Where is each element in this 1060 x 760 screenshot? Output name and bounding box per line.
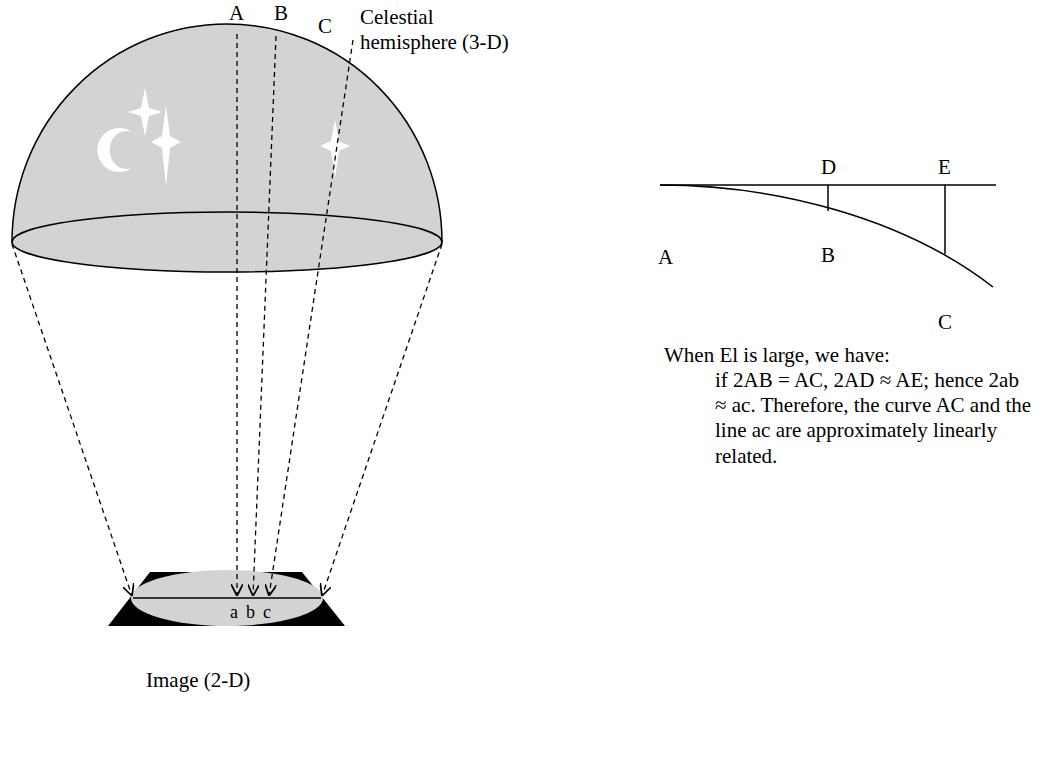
point-label: c <box>263 602 271 624</box>
note-text: if 2AB = AC, 2AD ≈ AE; hence 2ab ≈ ac. T… <box>715 368 1035 469</box>
point-label: a <box>230 602 238 624</box>
point-label: C <box>938 310 952 335</box>
point-label: E <box>938 155 951 180</box>
point-label: A <box>229 1 244 26</box>
projection-lines <box>12 34 442 596</box>
arc-AC <box>660 185 993 287</box>
drop-D <box>827 185 829 211</box>
dome-base <box>12 212 442 272</box>
image-disc <box>131 570 323 626</box>
drop-E <box>944 185 946 254</box>
caption-label: Image (2-D) <box>146 668 250 693</box>
star <box>151 105 181 186</box>
image-axis <box>133 597 321 599</box>
note-text: When El is large, we have: <box>664 343 890 368</box>
point-label: A <box>658 245 673 270</box>
point-label: b <box>246 602 255 624</box>
point-label: D <box>821 155 836 180</box>
point-label: B <box>821 243 835 268</box>
star <box>128 88 162 136</box>
point-label: B <box>274 1 288 26</box>
star <box>320 120 350 178</box>
caption-label: Celestial hemisphere (3-D) <box>360 5 530 55</box>
point-label: C <box>318 14 332 39</box>
moon <box>97 128 132 172</box>
celestial-dome <box>12 24 442 242</box>
